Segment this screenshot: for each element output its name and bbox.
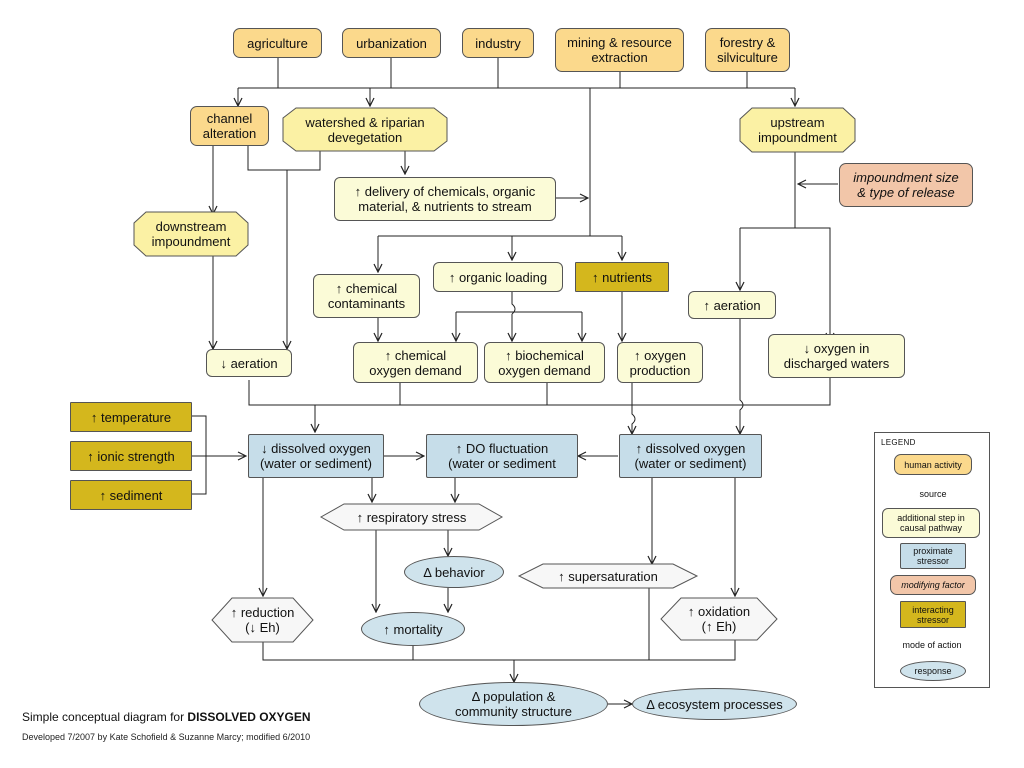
upstream-impoundment-label: upstream impoundment xyxy=(758,115,837,145)
downstream-impoundment-shape xyxy=(133,211,249,257)
forestry-node: forestry & silviculture xyxy=(705,28,790,72)
diagram-title-prefix: Simple conceptual diagram for xyxy=(22,710,188,724)
mortality-node: ↑ mortality xyxy=(361,612,465,646)
population-node: Δ population & community structure xyxy=(419,682,608,726)
sediment-node: ↑ sediment xyxy=(70,480,192,510)
oxygen-production-node: ↑ oxygen production xyxy=(617,342,703,383)
temperature-node: ↑ temperature xyxy=(70,402,192,432)
legend-modifying-factor: modifying factor xyxy=(890,575,976,595)
oxidation-shape xyxy=(660,597,778,641)
nutrients-node: ↑ nutrients xyxy=(575,262,669,292)
downstream-impoundment-label: downstream impoundment xyxy=(151,219,231,249)
impoundment-size-node: impoundment size & type of release xyxy=(839,163,973,207)
do-fluctuation-node: ↑ DO fluctuation (water or sediment xyxy=(426,434,578,478)
chemical-oxygen-demand-node: ↑ chemical oxygen demand xyxy=(353,342,478,383)
do-increase-node: ↑ dissolved oxygen (water or sediment) xyxy=(619,434,762,478)
channel-alteration-node: channel alteration xyxy=(190,106,269,146)
diagram-credit: Developed 7/2007 by Kate Schofield & Suz… xyxy=(22,732,311,742)
reduction-shape xyxy=(211,597,314,643)
urbanization-node: urbanization xyxy=(342,28,441,58)
chemical-contaminants-node: ↑ chemical contaminants xyxy=(313,274,420,318)
respiratory-stress-label: ↑ respiratory stress xyxy=(356,509,467,525)
ecosystem-node: Δ ecosystem processes xyxy=(632,688,797,720)
diagram-title: Simple conceptual diagram for DISSOLVED … xyxy=(22,710,311,724)
delivery-node: ↑ delivery of chemicals, organic materia… xyxy=(334,177,556,221)
legend-response: response xyxy=(900,661,966,681)
supersaturation-label: ↑ supersaturation xyxy=(558,568,658,584)
supersaturation-shape xyxy=(517,563,699,589)
aeration-down-node: ↓ aeration xyxy=(206,349,292,377)
oxidation-label: ↑ oxidation (↑ Eh) xyxy=(687,604,751,634)
legend-source: source xyxy=(919,488,947,499)
organic-loading-node: ↑ organic loading xyxy=(433,262,563,292)
watershed-devegetation-label: watershed & riparian devegetation xyxy=(305,114,425,145)
reduction-label: ↑ reduction (↓ Eh) xyxy=(230,605,295,635)
upstream-impoundment-shape xyxy=(739,107,856,153)
oxygen-discharged-node: ↓ oxygen in discharged waters xyxy=(768,334,905,378)
watershed-devegetation-shape xyxy=(282,107,448,152)
legend-title: LEGEND xyxy=(881,438,916,447)
legend-additional-step: additional step in causal pathway xyxy=(882,508,980,538)
mining-node: mining & resource extraction xyxy=(555,28,684,72)
legend-human-activity: human activity xyxy=(894,454,972,475)
do-decrease-node: ↓ dissolved oxygen (water or sediment) xyxy=(248,434,384,478)
industry-node: industry xyxy=(462,28,534,58)
aeration-up-node: ↑ aeration xyxy=(688,291,776,319)
legend-interacting-stressor: interacting stressor xyxy=(900,601,966,628)
ionic-strength-node: ↑ ionic strength xyxy=(70,441,192,471)
respiratory-stress-shape xyxy=(319,503,504,531)
behavior-node: Δ behavior xyxy=(404,556,504,588)
legend-mode-of-action: mode of action xyxy=(902,640,962,650)
agriculture-node: agriculture xyxy=(233,28,322,58)
biochemical-oxygen-demand-node: ↑ biochemical oxygen demand xyxy=(484,342,605,383)
diagram-title-bold: DISSOLVED OXYGEN xyxy=(187,710,311,724)
legend-proximate-stressor: proximate stressor xyxy=(900,543,966,569)
